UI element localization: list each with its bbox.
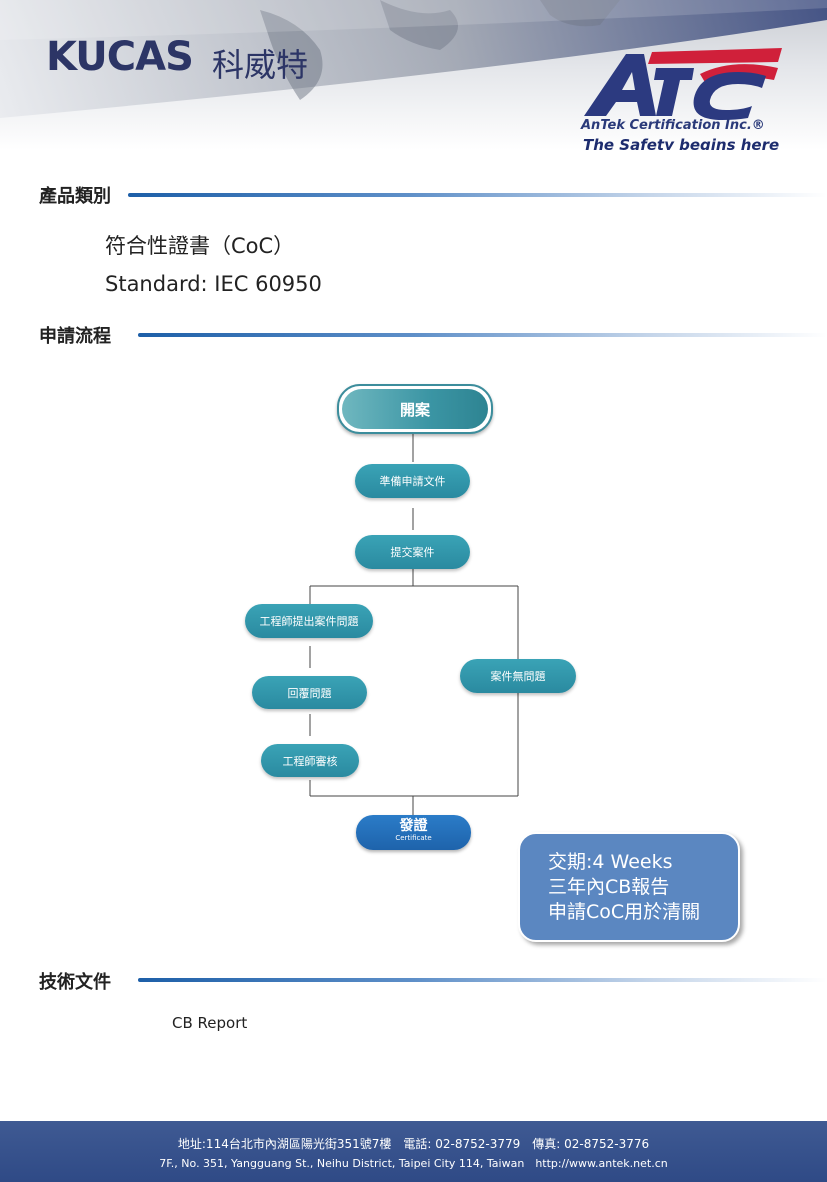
section-divider: [128, 193, 827, 197]
lead-time-info-box: 交期:4 Weeks 三年內CB報告 申請CoC用於清關: [518, 832, 740, 942]
info-cb-report: 三年內CB報告: [548, 876, 670, 898]
flow-node-submit: 提交案件: [355, 535, 470, 569]
standard-text: Standard: IEC 60950: [105, 272, 322, 296]
page-header: KUCAS 科威特 AnTek Certification Inc.® The …: [0, 0, 827, 150]
section-title-technical-documents: 技術文件: [39, 972, 111, 993]
flow-node-issue-certificate: 發證 Certificate: [356, 815, 471, 850]
certificate-type: 符合性證書（CoC）: [105, 234, 295, 258]
section-divider: [138, 978, 827, 982]
info-customs: 申請CoC用於清關: [548, 901, 701, 923]
flow-node-issue-sublabel: Certificate: [395, 834, 432, 842]
footer-address-english: 7F., No. 351, Yangguang St., Neihu Distr…: [159, 1157, 668, 1170]
brand-logo-text: KUCAS: [46, 34, 194, 80]
company-slogan: The Safety begins here: [583, 136, 780, 150]
section-title-product-category: 產品類別: [39, 186, 111, 207]
brand-logo-chinese: 科威特: [212, 46, 309, 84]
section-divider: [138, 333, 827, 337]
document-item-cb-report: CB Report: [172, 1014, 248, 1032]
flow-node-prepare: 準備申請文件: [355, 464, 470, 498]
atc-logo-icon: [584, 48, 782, 120]
flow-node-no-issue: 案件無問題: [460, 659, 576, 693]
flow-node-engineer-questions: 工程師提出案件問題: [245, 604, 373, 638]
company-name: AnTek Certification Inc.®: [581, 118, 765, 133]
flow-node-start: 開案: [337, 384, 493, 434]
flow-node-start-label: 開案: [342, 389, 488, 429]
info-lead-time: 交期:4 Weeks: [548, 851, 673, 873]
page-footer: 地址:114台北市內湖區陽光街351號7樓 電話: 02-8752-3779 傳…: [0, 1121, 827, 1182]
flow-node-engineer-review: 工程師審核: [261, 744, 359, 777]
footer-address-chinese: 地址:114台北市內湖區陽光街351號7樓 電話: 02-8752-3779 傳…: [177, 1137, 650, 1151]
world-map-banner: [0, 0, 827, 118]
flow-node-issue-label: 發證: [399, 818, 428, 834]
flow-node-reply: 回覆問題: [252, 676, 367, 709]
section-title-application-process: 申請流程: [39, 326, 111, 347]
